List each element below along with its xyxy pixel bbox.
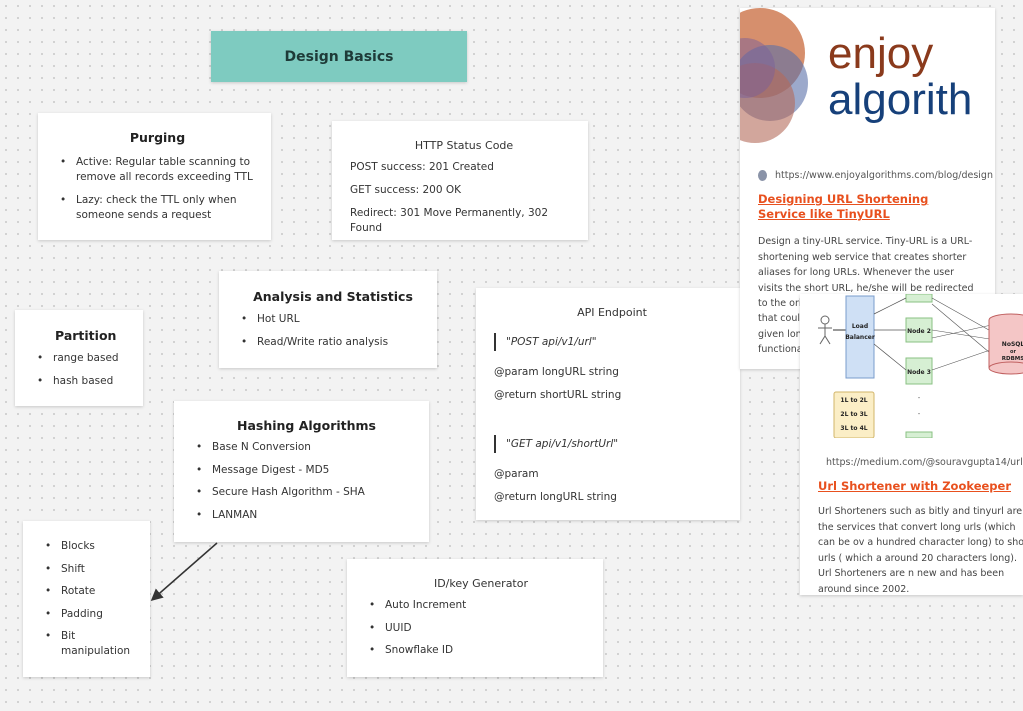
desc-fragment: that could (758, 313, 807, 324)
desc-fragment: functional (758, 344, 806, 355)
analysis-title: Analysis and Statistics (253, 289, 413, 304)
post-return: @return shortURL string (494, 389, 622, 401)
http-status-card[interactable]: HTTP Status Code POST success: 201 Creat… (332, 121, 588, 240)
db-label: RDBMS (1002, 356, 1023, 362)
medium-url[interactable]: https://medium.com/@souravgupta14/url-s (826, 457, 1023, 468)
list-item: Message Digest - MD5 (196, 463, 417, 478)
medium-link-card[interactable]: Load Balancer Node 2 Node 3 - - NoSQL or… (800, 294, 1023, 595)
list-item: Active: Regular table scanning to remove… (60, 155, 255, 185)
desc-fragment: given long (758, 328, 808, 340)
partition-card[interactable]: Partition range based hash based (15, 310, 143, 406)
range-label: 3L to 4L (840, 425, 867, 432)
list-item: Padding (45, 607, 142, 622)
md5-steps-card[interactable]: Blocks Shift Rotate Padding Bit manipula… (23, 521, 150, 677)
node3-label: Node 3 (907, 369, 931, 376)
purging-title: Purging (129, 130, 186, 145)
hashing-title: Hashing Algorithms (236, 418, 376, 433)
post-endpoint-quote: "POST api/v1/url" (494, 333, 730, 351)
list-item: Hot URL (241, 312, 425, 327)
load-balancer-label: Load (852, 323, 868, 330)
logo-text-algorith: algorith (828, 75, 973, 124)
enjoyalgorithms-link-card[interactable]: enjoy algorith https://www.enjoyalgorith… (740, 8, 995, 369)
design-basics-title: Design Basics (284, 48, 394, 65)
architecture-diagram: Load Balancer Node 2 Node 3 - - NoSQL or… (800, 294, 1023, 438)
logo-circles-icon (740, 8, 808, 143)
list-item: Base N Conversion (196, 440, 417, 455)
list-item: Snowflake ID (369, 643, 593, 658)
enjoyalgorithms-logo: enjoy algorith (740, 8, 995, 158)
api-endpoint-title: API Endpoint (577, 306, 647, 319)
list-item: Blocks (45, 539, 142, 554)
get-return: @return longURL string (494, 491, 617, 503)
analysis-card[interactable]: Analysis and Statistics Hot URL Read/Wri… (219, 271, 437, 368)
list-item: Lazy: check the TTL only when someone se… (60, 193, 255, 223)
db-label: NoSQL (1002, 341, 1023, 348)
id-generator-card[interactable]: ID/key Generator Auto Increment UUID Sno… (347, 559, 603, 677)
http-status-title: HTTP Status Code (414, 139, 514, 152)
get-endpoint-quote: "GET api/v1/shortUrl" (494, 435, 730, 453)
id-generator-title: ID/key Generator (433, 577, 529, 590)
api-endpoint-card[interactable]: API Endpoint "POST api/v1/url" @param lo… (476, 288, 740, 520)
list-item: range based (37, 351, 135, 366)
enjoy-desc-tail: that could given long functional (758, 311, 808, 358)
http-status-line: POST success: 201 Created (350, 161, 494, 173)
db-label: or (1010, 349, 1016, 355)
load-balancer-label: Balancer (845, 334, 875, 341)
purging-card[interactable]: Purging Active: Regular table scanning t… (38, 113, 271, 240)
dash-label: - (918, 394, 921, 402)
dash-label: - (918, 410, 921, 418)
medium-link-title[interactable]: Url Shortener with Zookeeper (818, 479, 1011, 493)
enjoy-url-row: https://www.enjoyalgorithms.com/blog/des… (758, 170, 993, 181)
list-item: Auto Increment (369, 598, 593, 613)
list-item: Rotate (45, 584, 142, 599)
list-item: Shift (45, 562, 142, 577)
enjoy-link-title[interactable]: Designing URL Shortening Service like Ti… (758, 192, 929, 221)
design-basics-banner[interactable]: Design Basics (211, 31, 467, 82)
range-label: 2L to 3L (840, 411, 867, 418)
globe-icon (758, 170, 767, 181)
http-status-line: Redirect: 301 Move Permanently, 302 Foun… (350, 207, 548, 234)
get-param: @param (494, 468, 539, 480)
node2-label: Node 2 (907, 328, 931, 335)
logo-text-enjoy: enjoy (828, 29, 934, 78)
medium-description: Url Shorteners such as bitly and tinyurl… (818, 506, 1023, 595)
list-item: LANMAN (196, 508, 417, 523)
partition-title: Partition (55, 328, 117, 343)
list-item: hash based (37, 374, 135, 389)
list-item: Secure Hash Algorithm - SHA (196, 485, 417, 500)
list-item: Bit manipulation (45, 629, 142, 659)
range-label: 1L to 2L (840, 397, 867, 404)
list-item: Read/Write ratio analysis (241, 335, 425, 350)
list-item: UUID (369, 621, 593, 636)
post-param: @param longURL string (494, 366, 619, 378)
http-status-line: GET success: 200 OK (350, 184, 461, 196)
hashing-card[interactable]: Hashing Algorithms Base N Conversion Mes… (174, 401, 429, 542)
enjoy-url[interactable]: https://www.enjoyalgorithms.com/blog/des… (775, 170, 993, 181)
medium-url-row: https://medium.com/@souravgupta14/url-s (818, 457, 1023, 468)
